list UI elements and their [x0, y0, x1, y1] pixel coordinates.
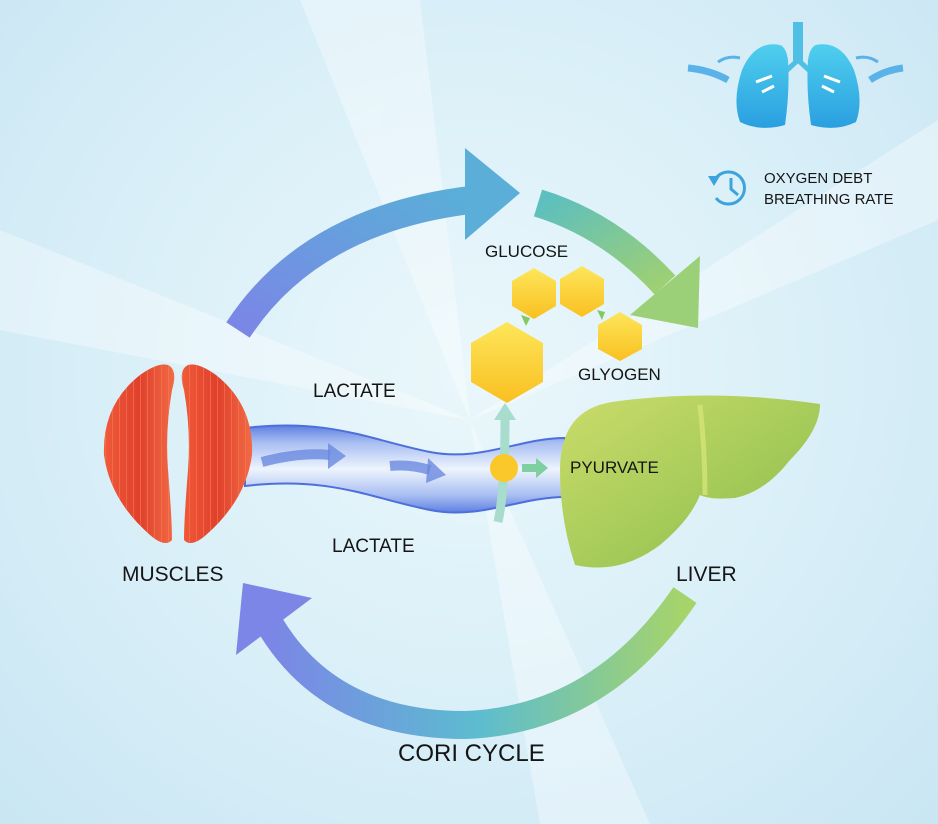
- muscles-label: MUSCLES: [122, 563, 224, 586]
- liver-organ: [560, 395, 820, 568]
- glucose-hexagon: [471, 322, 543, 403]
- glycogen-hexagon: [598, 312, 642, 361]
- diagram-title: CORI CYCLE: [398, 740, 545, 767]
- oxygen-debt-label: OXYGEN DEBT: [764, 170, 873, 187]
- lungs-icon: [687, 22, 904, 128]
- arrow-muscles-to-glucose: [226, 148, 520, 338]
- glucose-hexagon: [512, 268, 556, 319]
- pyruvate-molecule: [490, 454, 518, 482]
- muscle-organ: [103, 364, 253, 544]
- blood-vessel: [244, 424, 566, 514]
- breathing-rate-label: BREATHING RATE: [764, 191, 894, 208]
- flow-arrow-icon: [260, 449, 331, 467]
- clock-refresh-icon: [708, 170, 746, 206]
- glucose-molecules: [471, 266, 642, 403]
- pyruvate-arrow-icon: [522, 458, 548, 478]
- lactate-label-top: LACTATE: [313, 381, 396, 402]
- glucose-hexagon: [560, 266, 604, 317]
- pyruvate-label: PYURVATE: [570, 458, 659, 477]
- glucose-label: GLUCOSE: [485, 242, 569, 261]
- arrow-glucose-to-liver: [533, 189, 700, 328]
- info-block: OXYGEN DEBT BREATHING RATE: [764, 168, 893, 210]
- flow-arrow-icon: [389, 460, 432, 475]
- arrow-liver-to-muscles: [236, 583, 697, 740]
- glycogen-label: GLYOGEN: [578, 365, 661, 384]
- liver-label: LIVER: [676, 563, 737, 586]
- lactate-label-bottom: LACTATE: [332, 536, 415, 557]
